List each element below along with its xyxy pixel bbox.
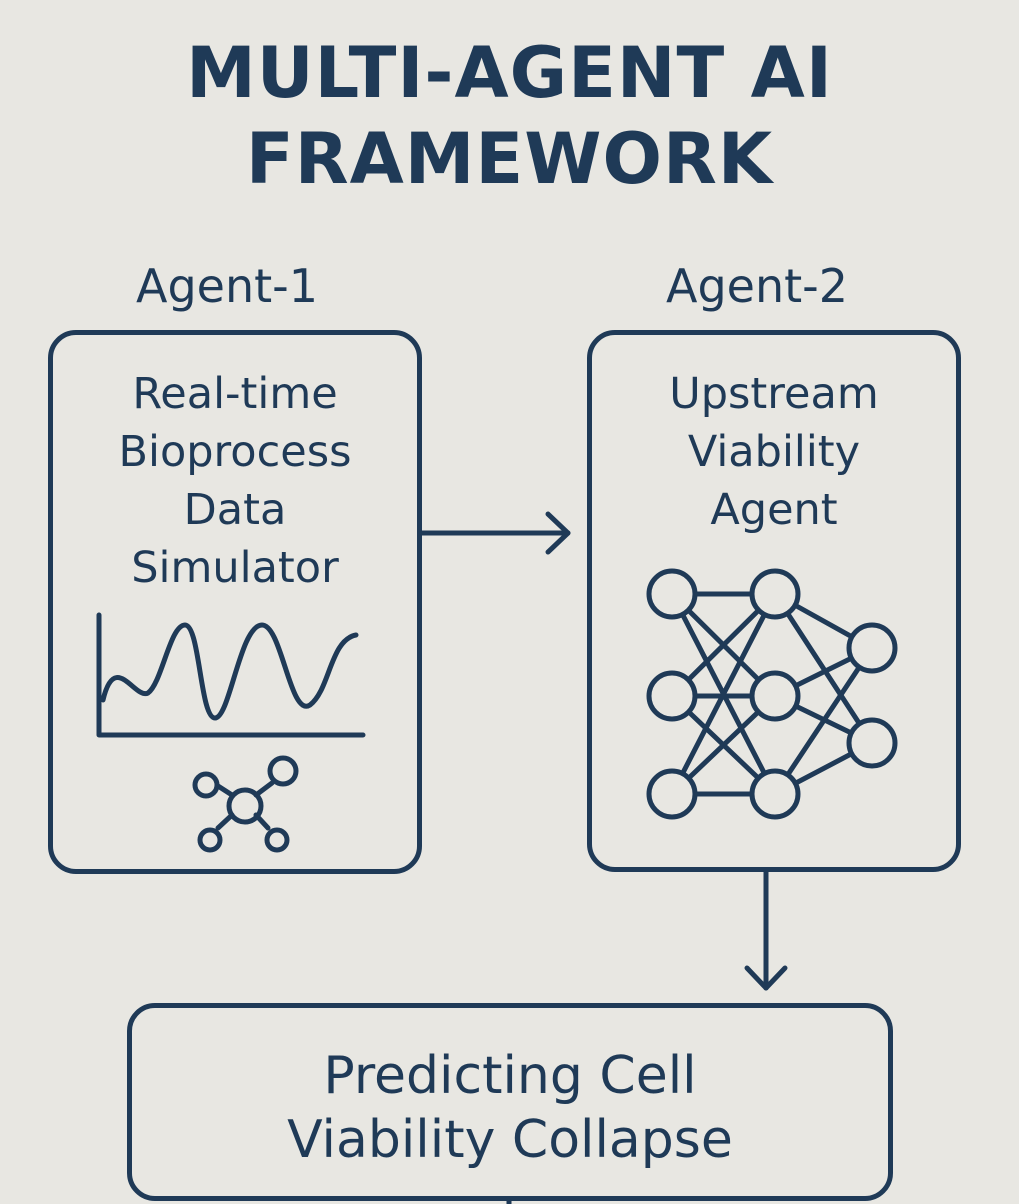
arrow-right-icon xyxy=(419,511,571,555)
agent-2-line: Upstream xyxy=(669,369,879,419)
agent-1-line: Bioprocess xyxy=(118,427,352,477)
output-description: Predicting Cell Viability Collapse xyxy=(132,1044,888,1172)
output-line: Viability Collapse xyxy=(287,1110,733,1170)
agent-1-box: Real-time Bioprocess Data Simulator xyxy=(48,330,422,874)
agent-1-line: Data xyxy=(183,485,287,535)
agent-1-label: Agent-1 xyxy=(136,259,319,313)
output-box: Predicting Cell Viability Collapse xyxy=(127,1003,893,1201)
agent-2-line: Viability xyxy=(687,427,861,477)
agent-2-description: Upstream Viability Agent xyxy=(592,365,956,539)
agent-2-line: Agent xyxy=(710,485,838,535)
neural-network-icon xyxy=(646,568,898,820)
molecule-icon xyxy=(192,755,299,853)
agent-2-label: Agent-2 xyxy=(666,259,849,313)
title-line-1: MULTI-AGENT AI xyxy=(186,32,833,114)
title-line-2: FRAMEWORK xyxy=(245,118,774,200)
waveform-chart-icon xyxy=(96,612,366,738)
page-title: MULTI-AGENT AI FRAMEWORK xyxy=(0,30,1019,202)
agent-1-description: Real-time Bioprocess Data Simulator xyxy=(53,365,417,597)
output-line: Predicting Cell xyxy=(323,1046,697,1106)
agent-1-line: Real-time xyxy=(132,369,338,419)
agent-1-line: Simulator xyxy=(131,543,339,593)
arrow-down-icon xyxy=(744,869,788,991)
agent-2-box: Upstream Viability Agent xyxy=(587,330,961,872)
